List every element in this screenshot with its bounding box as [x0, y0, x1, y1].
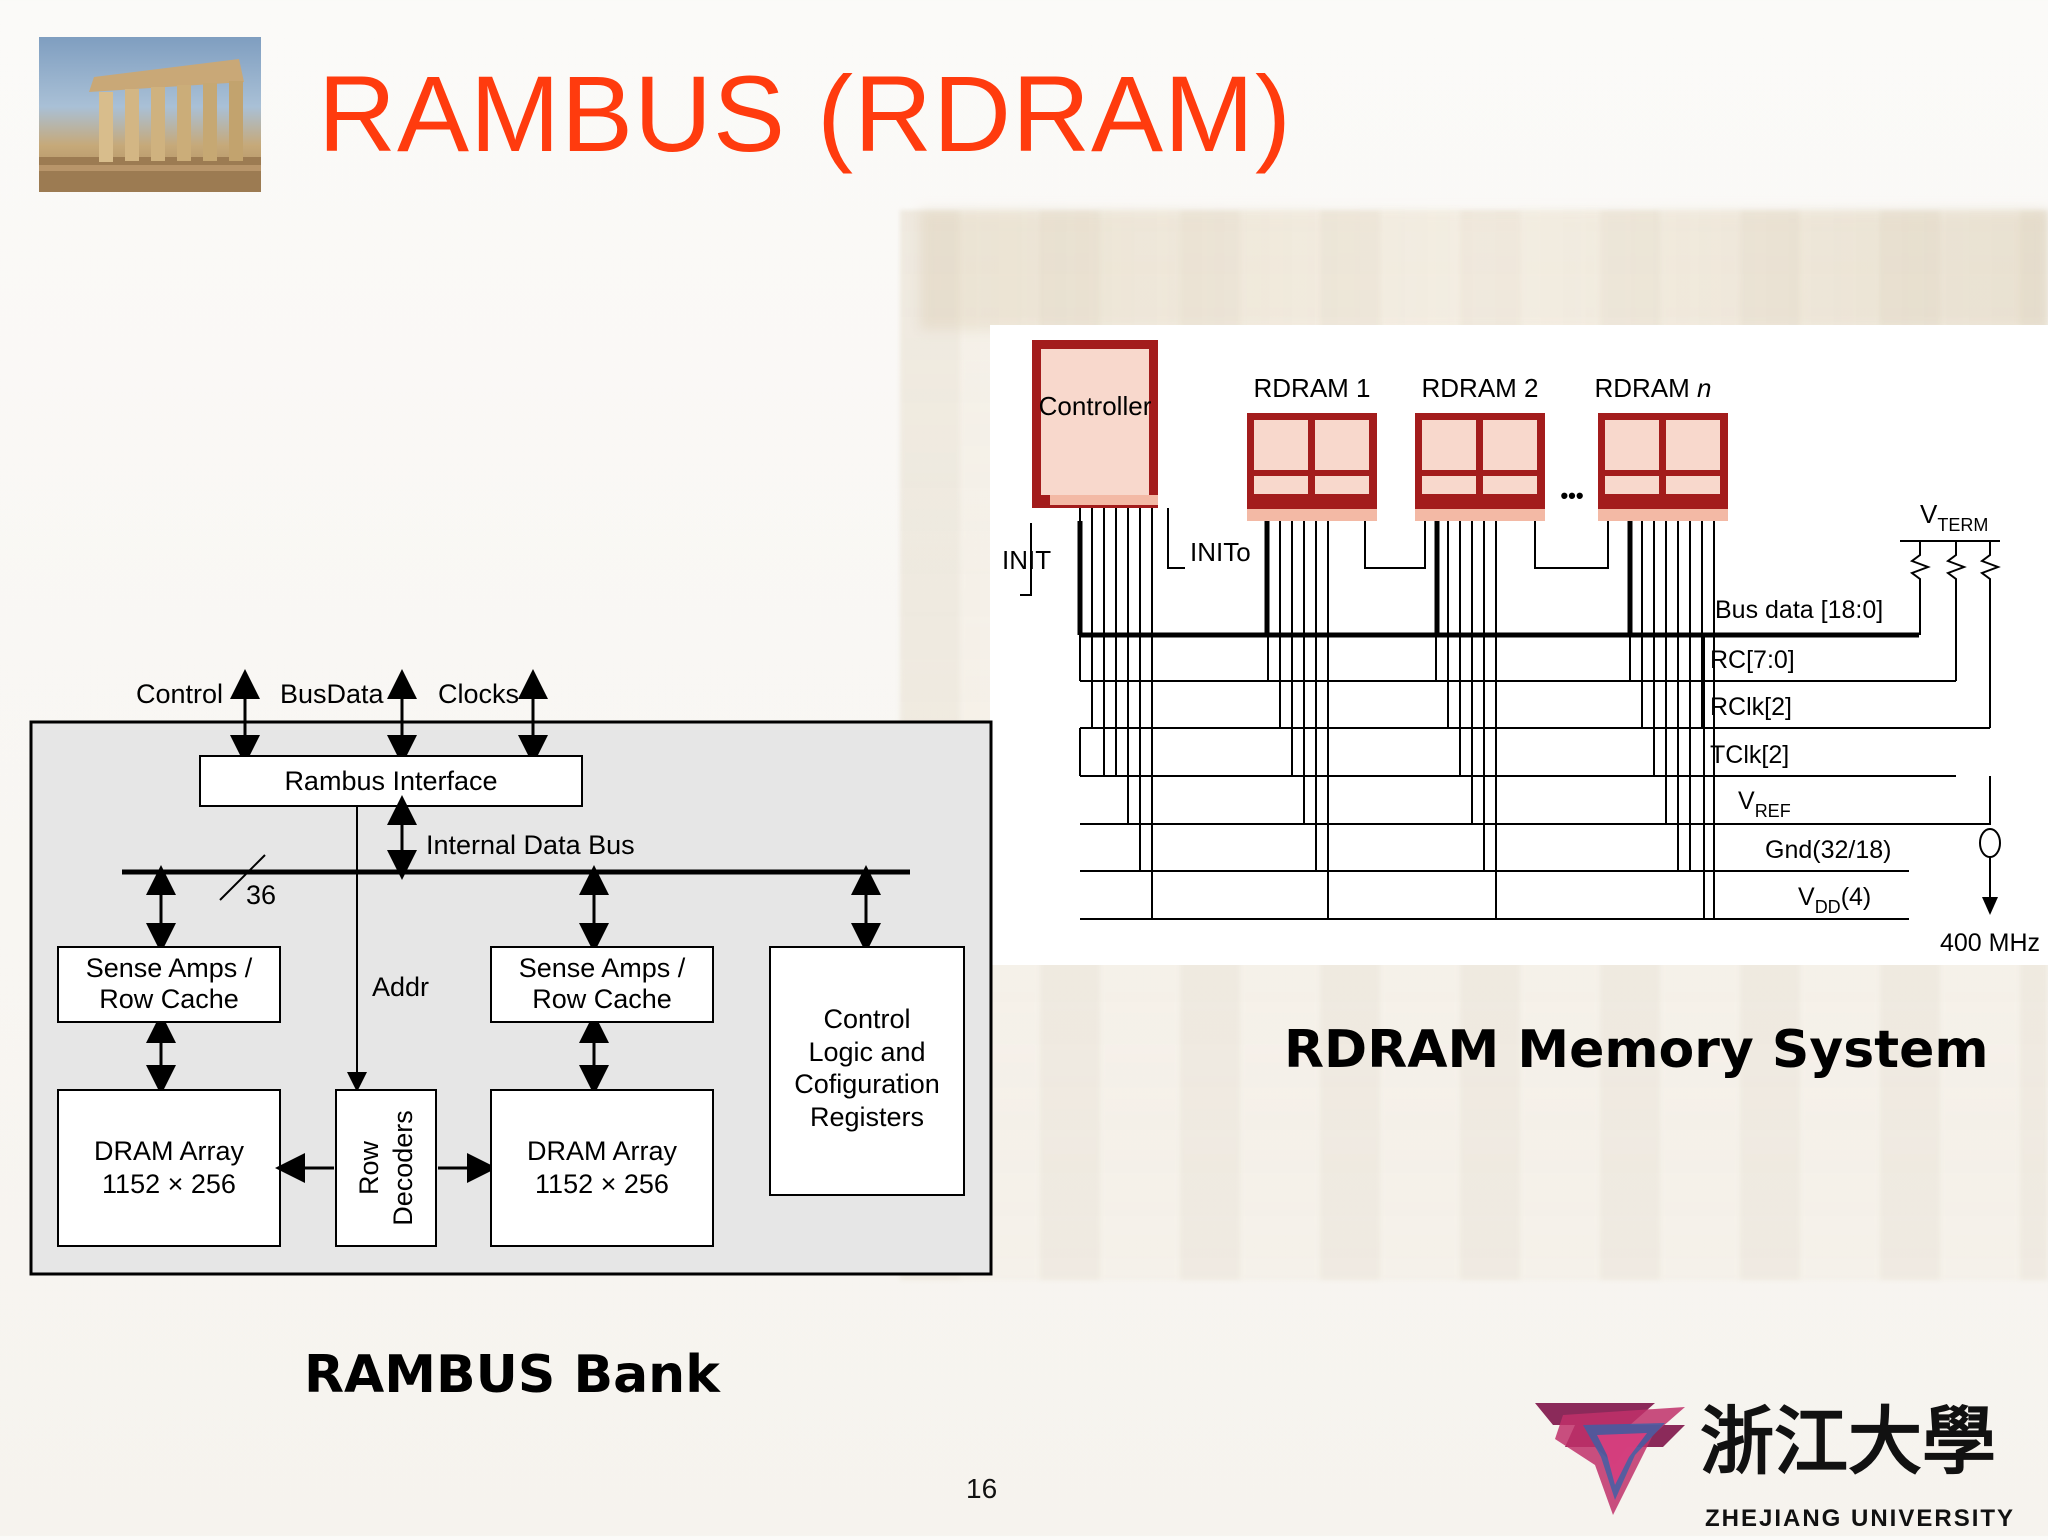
rclk-label: RClk[2] [1710, 693, 1792, 721]
rambus-bank-diagram: Control BusData Clocks Rambus Interface … [0, 650, 1000, 1300]
sense-amps-right-line1: Sense Amps / [519, 953, 686, 983]
rdram-2-label: RDRAM 2 [1421, 373, 1538, 403]
control-logic-line1: Control [823, 1004, 910, 1034]
gnd-label: Gnd(32/18) [1765, 836, 1891, 864]
vterm-label: VTERM [1920, 499, 1988, 535]
dram-array-left-block [57, 1089, 281, 1247]
temple-illustration [39, 59, 261, 192]
control-logic-line2: Logic and [808, 1037, 925, 1067]
rdram-memory-system-diagram: Controller RDRAM 1 RDRAM 2 ••• [990, 325, 2048, 965]
rdram-n-label: RDRAM n [1594, 373, 1711, 403]
row-decoders-block [335, 1089, 437, 1247]
inito-label: INITo [1190, 537, 1251, 567]
clocks-signal-label: Clocks [438, 679, 519, 709]
dram-array-right-block [490, 1089, 714, 1247]
controller-pins [1079, 508, 1153, 919]
control-signal-label: Control [136, 679, 223, 709]
zju-chinese-name: 浙江大學 [1700, 1400, 1996, 1483]
sense-amps-left-line1: Sense Amps / [86, 953, 253, 983]
rdram-system-svg: Controller RDRAM 1 RDRAM 2 ••• [1002, 340, 2040, 957]
sense-amps-left-line2: Row Cache [99, 984, 239, 1014]
bus-width-label: 36 [246, 880, 276, 910]
bus-data-label: Bus data [18:0] [1715, 596, 1883, 624]
rc-label: RC[7:0] [1710, 646, 1795, 674]
rdram-module-1: RDRAM 1 [1247, 373, 1377, 521]
signal-bus-lines [1080, 632, 1990, 920]
rambus-bank-svg: Control BusData Clocks Rambus Interface … [29, 669, 993, 1276]
rdram-ellipsis: ••• [1560, 483, 1583, 508]
temple-thumbnail-image [39, 37, 261, 192]
addr-label: Addr [372, 972, 429, 1002]
rambus-interface-label: Rambus Interface [284, 766, 497, 796]
controller-label: Controller [1039, 391, 1152, 421]
clock-source-icon [1979, 828, 2001, 858]
slide-title: RAMBUS (RDRAM) [318, 53, 1292, 174]
row-decoders-line2: Decoders [388, 1110, 418, 1226]
termination-resistors [1909, 541, 2001, 728]
init-label: INIT [1002, 545, 1051, 575]
vdd-label: VDD(4) [1798, 883, 1871, 917]
dram-array-right-line1: DRAM Array [527, 1136, 678, 1166]
rdram-module-n: RDRAM n [1594, 373, 1728, 521]
zju-english-name: ZHEJIANG UNIVERSITY [1705, 1505, 2016, 1532]
clock-frequency-label: 400 MHz [1940, 929, 2040, 957]
control-logic-line3: Cofiguration [794, 1069, 940, 1099]
dram-array-left-line2: 1152 × 256 [102, 1169, 236, 1199]
rdram-1-label: RDRAM 1 [1253, 373, 1370, 403]
background-temple-frieze [920, 210, 2048, 330]
control-logic-line4: Registers [810, 1102, 924, 1132]
caption-rambus-bank: RAMBUS Bank [304, 1345, 720, 1405]
row-decoders-line1: Row [354, 1140, 384, 1195]
sense-amps-right-block [490, 946, 714, 1023]
sense-amps-right-line2: Row Cache [532, 984, 672, 1014]
busdata-signal-label: BusData [280, 679, 385, 709]
internal-data-bus-label: Internal Data Bus [426, 830, 635, 860]
rdram-module-2: RDRAM 2 [1415, 373, 1545, 521]
vref-label: VREF [1738, 787, 1791, 821]
dram-array-left-line1: DRAM Array [94, 1136, 245, 1166]
caption-rdram-memory-system: RDRAM Memory System [1284, 1020, 1989, 1080]
zhejiang-university-logo: 浙江大學 [1535, 1395, 2035, 1535]
sense-amps-left-block [57, 946, 281, 1023]
page-number: 16 [966, 1473, 998, 1504]
zju-emblem-icon: 浙江大學 [1535, 1400, 1996, 1515]
control-logic-block [769, 946, 965, 1196]
dram-array-right-line2: 1152 × 256 [535, 1169, 669, 1199]
tclk-label: TClk[2] [1710, 741, 1789, 769]
module-pins [1267, 521, 1715, 919]
controller-block: Controller [1032, 340, 1158, 508]
